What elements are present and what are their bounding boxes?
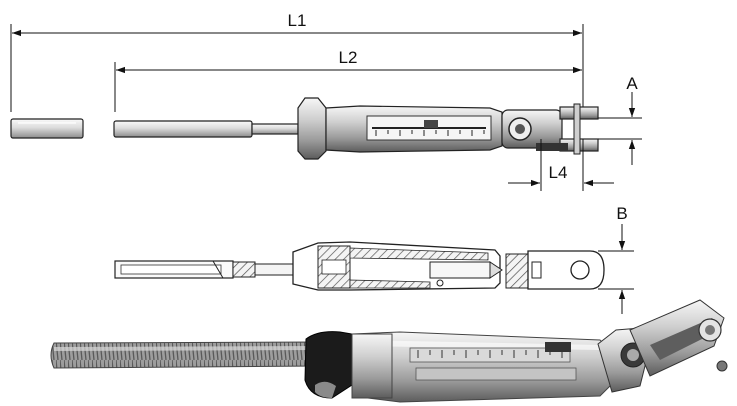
product-photo-render: [50, 299, 728, 403]
a-label: A: [626, 74, 638, 93]
split-pin: [536, 143, 568, 151]
section-jaw-hole: [570, 260, 590, 280]
section-jaw-neck: [505, 253, 529, 289]
lock-nut: [297, 97, 327, 160]
dimension-a: A: [598, 74, 642, 165]
section-view-rigging-screw: [114, 241, 605, 291]
top-view-rigging-screw: [10, 97, 599, 160]
swage-terminal: [113, 120, 253, 138]
scale-ticks: [375, 130, 485, 136]
section-stud: [254, 263, 296, 276]
l4-label: L4: [549, 163, 568, 182]
section-terminal-neck: [232, 261, 256, 278]
dimension-b: B: [598, 204, 634, 314]
terminal-sleeve: [10, 118, 84, 139]
photo-threaded-rod: [50, 341, 319, 369]
dimension-l2: L2: [114, 48, 584, 112]
clevis-pin: [573, 103, 581, 155]
threaded-stud: [251, 123, 299, 135]
l1-label: L1: [288, 11, 307, 30]
dimension-l4: L4: [508, 139, 614, 191]
photo-barrel-collar: [351, 333, 393, 399]
photo-lock-clip: [545, 342, 571, 352]
section-jaw-tongue: [527, 250, 605, 290]
dimension-l1: L1: [10, 11, 584, 112]
b-label: B: [616, 204, 627, 223]
section-inner-stud: [429, 261, 491, 279]
l2-label: L2: [339, 48, 358, 67]
